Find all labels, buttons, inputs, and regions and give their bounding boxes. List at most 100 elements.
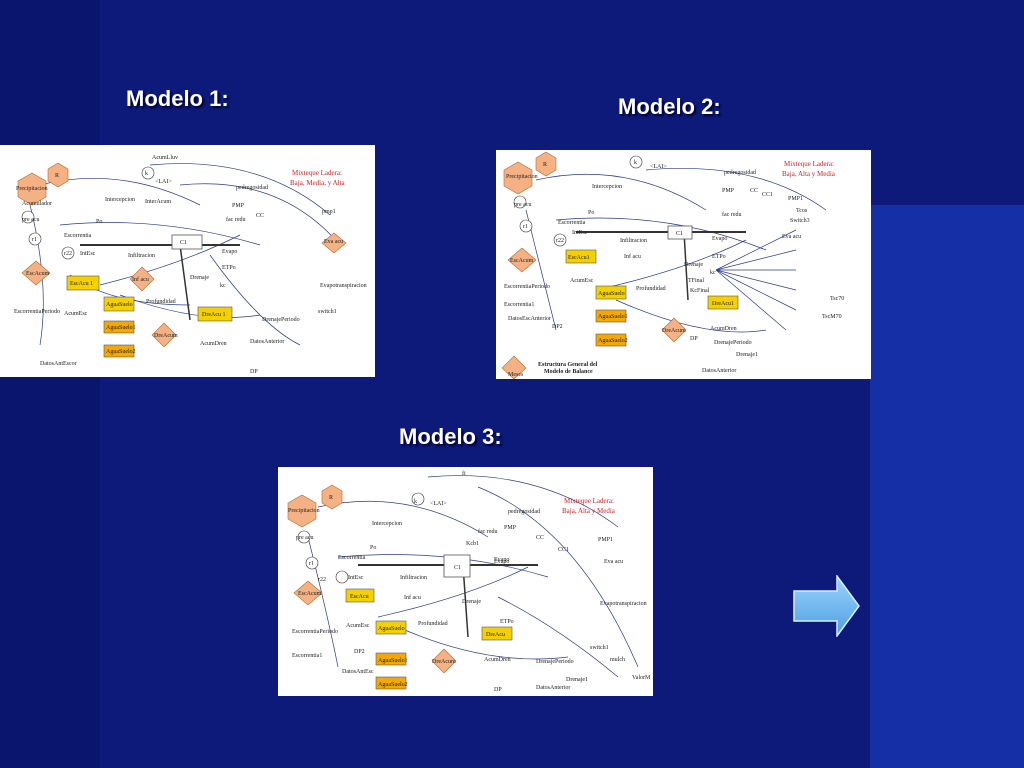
svg-text:pre acu: pre acu	[514, 202, 532, 208]
svg-text:kc: kc	[710, 270, 716, 276]
svg-text:Evapotranspiracion: Evapotranspiracion	[320, 283, 367, 289]
svg-text:PMP1: PMP1	[598, 537, 613, 543]
svg-text:Escorrentia1: Escorrentia1	[504, 302, 534, 308]
svg-text:Baja, Alta y Media: Baja, Alta y Media	[562, 507, 616, 515]
svg-text:DreAcu 1: DreAcu 1	[202, 312, 226, 318]
svg-text:EscAcum: EscAcum	[298, 591, 322, 597]
svg-text:Escorrentia: Escorrentia	[64, 233, 92, 239]
svg-text:Baja, Media, y Alta: Baja, Media, y Alta	[290, 179, 346, 187]
svg-text:C1: C1	[676, 231, 683, 237]
svg-text:Mixteque Ladera:: Mixteque Ladera:	[784, 160, 834, 168]
svg-text:<LAI>: <LAI>	[155, 179, 172, 185]
svg-text:Meses: Meses	[508, 372, 524, 378]
background-right-block	[870, 205, 1024, 768]
svg-text:Drenaje: Drenaje	[684, 262, 703, 268]
svg-text:Estructura General del: Estructura General del	[538, 362, 598, 368]
svg-text:PMP1: PMP1	[788, 196, 803, 202]
svg-text:EscAcum: EscAcum	[510, 258, 534, 264]
svg-text:Intercepcion: Intercepcion	[592, 184, 622, 190]
svg-text:EscAcum: EscAcum	[26, 271, 50, 277]
svg-text:DatosEscAnterior: DatosEscAnterior	[508, 316, 551, 322]
svg-text:Po: Po	[96, 219, 102, 225]
svg-text:DreAcu: DreAcu	[486, 632, 505, 638]
svg-text:Evapo: Evapo	[222, 249, 237, 255]
svg-text:pmp1: pmp1	[322, 209, 336, 215]
svg-text:Precipitacion: Precipitacion	[506, 174, 538, 180]
svg-text:AguaSuelo2: AguaSuelo2	[106, 349, 136, 355]
svg-text:Escorrentia: Escorrentia	[338, 555, 366, 561]
svg-text:PMP: PMP	[504, 525, 517, 531]
svg-text:Drenaje1: Drenaje1	[566, 677, 588, 683]
svg-text:DrenajePeriodo: DrenajePeriodo	[262, 317, 300, 323]
svg-text:DrenajePeriodo: DrenajePeriodo	[536, 659, 574, 665]
svg-text:pre acu: pre acu	[296, 535, 314, 541]
svg-text:AcumDren: AcumDren	[200, 341, 227, 347]
svg-text:C1: C1	[180, 240, 187, 246]
svg-text:Intercepcion: Intercepcion	[372, 521, 402, 527]
svg-text:Profundidad: Profundidad	[636, 285, 666, 292]
svg-text:Infiltracion: Infiltracion	[128, 252, 155, 259]
svg-text:Profundidad: Profundidad	[146, 298, 176, 305]
svg-text:<LAI>: <LAI>	[430, 501, 447, 507]
svg-text:Infiltracion: Infiltracion	[400, 574, 427, 581]
svg-text:AguaSuelo1: AguaSuelo1	[106, 325, 136, 331]
svg-text:DatosAnterior: DatosAnterior	[702, 368, 736, 374]
svg-text:DreAcum: DreAcum	[662, 328, 686, 334]
svg-text:Eva acu: Eva acu	[604, 559, 623, 565]
svg-text:AcumDren: AcumDren	[710, 326, 737, 332]
svg-text:C1: C1	[454, 565, 461, 571]
svg-text:InterAcum: InterAcum	[145, 199, 171, 205]
svg-text:Acumulador: Acumulador	[22, 201, 52, 207]
svg-text:KcFinal: KcFinal	[690, 288, 710, 294]
svg-text:TFinal: TFinal	[688, 278, 704, 284]
svg-text:Kcb1: Kcb1	[466, 541, 479, 547]
svg-text:k: k	[634, 160, 637, 166]
svg-text:ETPo: ETPo	[500, 619, 514, 625]
svg-text:Evapo: Evapo	[494, 557, 509, 563]
svg-text:Switch3: Switch3	[790, 218, 810, 224]
svg-text:switch1: switch1	[590, 645, 609, 651]
svg-text:Drenaje1: Drenaje1	[736, 352, 758, 358]
svg-text:ETPo: ETPo	[222, 265, 236, 271]
svg-text:Evapo: Evapo	[712, 236, 727, 242]
svg-text:AguaSuelo: AguaSuelo	[378, 626, 405, 632]
svg-text:DP2: DP2	[552, 324, 563, 330]
svg-text:EscorrentiaPeriodo: EscorrentiaPeriodo	[14, 309, 60, 315]
svg-text:AguaSuelo2: AguaSuelo2	[598, 338, 628, 344]
svg-text:Drenaje: Drenaje	[190, 275, 209, 281]
svg-text:ETPo: ETPo	[712, 254, 726, 260]
svg-text:EscAcu: EscAcu	[350, 594, 369, 600]
svg-text:Inf acu: Inf acu	[132, 276, 149, 283]
svg-text:fac redu: fac redu	[722, 211, 742, 218]
svg-text:pedregosidad: pedregosidad	[236, 185, 268, 191]
svg-text:R: R	[329, 495, 333, 501]
svg-text:r22: r22	[64, 251, 72, 257]
svg-text:Tsc70: Tsc70	[830, 296, 844, 302]
svg-text:DP: DP	[250, 369, 258, 375]
svg-text:ValorM: ValorM	[632, 675, 651, 681]
svg-text:r22: r22	[556, 238, 564, 244]
svg-text:pedregosidad: pedregosidad	[724, 170, 756, 176]
svg-text:AcumEsc: AcumEsc	[570, 278, 594, 284]
svg-text:DatosAnterior: DatosAnterior	[250, 339, 284, 345]
title-modelo-3: Modelo 3:	[399, 424, 502, 449]
svg-text:fac redu: fac redu	[226, 216, 246, 223]
svg-text:Evapo: Evapo	[494, 559, 509, 565]
svg-text:Eva acu: Eva acu	[324, 239, 343, 245]
svg-text:r1: r1	[309, 561, 314, 567]
svg-text:DatosAntEscor: DatosAntEscor	[40, 361, 77, 367]
svg-text:DP2: DP2	[354, 649, 365, 655]
svg-text:EscorrentiaPeriodo: EscorrentiaPeriodo	[292, 629, 338, 635]
svg-text:DP: DP	[494, 687, 502, 693]
svg-text:AcumLluv: AcumLluv	[152, 155, 178, 161]
svg-text:Profundidad: Profundidad	[418, 620, 448, 627]
svg-text:Po: Po	[588, 210, 594, 216]
svg-text:IntEsc: IntEsc	[80, 251, 96, 257]
svg-text:Evapotranspiracion: Evapotranspiracion	[600, 601, 647, 607]
next-arrow-button[interactable]	[793, 573, 861, 639]
svg-text:Infiltracion: Infiltracion	[620, 237, 647, 244]
svg-text:EscAcu1: EscAcu1	[568, 255, 590, 261]
svg-text:EscorrentiaPeriodo: EscorrentiaPeriodo	[504, 284, 550, 290]
svg-text:Po: Po	[370, 545, 376, 551]
svg-text:Modelo de Balance: Modelo de Balance	[544, 369, 593, 375]
